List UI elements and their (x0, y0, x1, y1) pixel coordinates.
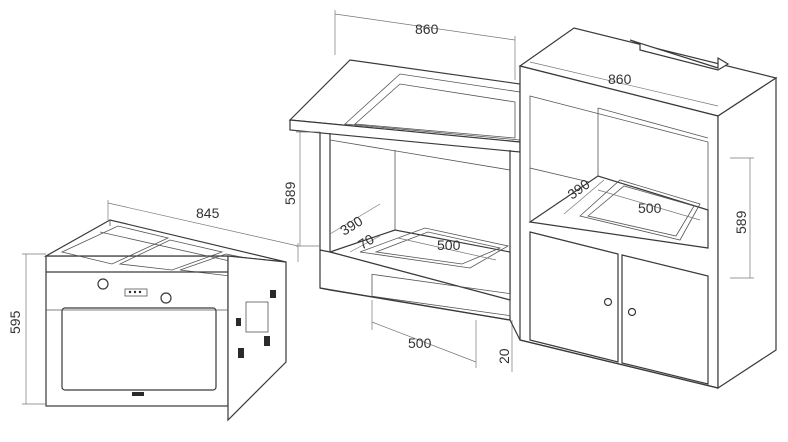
right-cabinet-width-label: 860 (608, 71, 632, 87)
oven-top (43, 219, 287, 263)
top-cabinet-width-label: 860 (415, 21, 439, 37)
right-cutout-width-label: 500 (638, 200, 662, 216)
right-knob-icon (160, 292, 172, 304)
left-cutout-width-label: 500 (437, 237, 461, 253)
dimension-right-500: 500 (597, 189, 701, 221)
dimension-20: 20 (496, 320, 513, 372)
dimension-595: 595 (7, 253, 46, 405)
dimension-left-500: 500 (397, 237, 497, 261)
right-door (621, 254, 709, 385)
left-cabinet (288, 59, 521, 321)
oven-door-window (61, 307, 217, 391)
left-door (529, 231, 619, 363)
left-knob-icon (97, 278, 109, 290)
oven-front (45, 255, 229, 407)
oven-drawing (43, 219, 287, 422)
right-niche-height-label: 589 (733, 210, 749, 234)
bottom-slot-width-label: 500 (408, 335, 432, 351)
dimension-70: 70 (349, 231, 381, 253)
dimension-bottom-500: 500 (371, 300, 477, 368)
right-cabinet (509, 27, 778, 390)
bottom-slot-height-label: 20 (496, 348, 512, 364)
oven-height-label: 595 (7, 310, 23, 334)
oven-side (227, 255, 287, 422)
dimension-right-589: 589 (730, 157, 754, 279)
dimension-top-860: 860 (334, 10, 516, 80)
right-niche-floor (528, 175, 709, 249)
right-door-knob-icon (627, 307, 637, 317)
dimension-left-390: 390 (329, 203, 381, 239)
oven-width-label: 845 (196, 205, 220, 221)
dimension-845: 845 (107, 200, 299, 262)
left-niche-height-label: 589 (282, 181, 298, 205)
left-door-knob-icon (603, 297, 613, 307)
dimension-left-589: 589 (282, 131, 320, 247)
dimension-right-860: 860 (529, 61, 719, 107)
ventilation-gap-label: 70 (355, 231, 377, 253)
